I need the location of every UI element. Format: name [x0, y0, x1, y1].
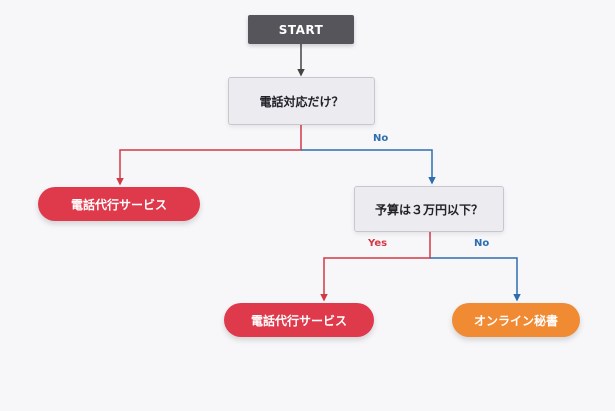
- start-node: START: [248, 15, 354, 44]
- decision-phone-only: 電話対応だけ？: [228, 77, 375, 125]
- outcome-phone-service-yes-label: 電話代行サービス: [250, 313, 347, 328]
- edge-label-q2-yes: Yes: [368, 238, 388, 249]
- decision-budget: 予算は３万円以下？: [354, 186, 504, 232]
- edge-label-q1-no: No: [373, 133, 389, 144]
- outcome-phone-service-left-label: 電話代行サービス: [70, 197, 167, 212]
- connector-q1-no-to-q2: [301, 149, 436, 185]
- connector-q2-yes-to-service: [320, 232, 431, 302]
- edge-label-q2-no: No: [474, 238, 490, 249]
- decision-phone-only-label: 電話対応だけ？: [259, 94, 344, 109]
- connector-q2-no-to-secretary: [430, 257, 521, 302]
- outcome-online-secretary-label: オンライン秘書: [473, 313, 558, 328]
- connector-q1-to-left-service: [116, 125, 302, 186]
- decision-budget-label: 予算は３万円以下？: [374, 202, 483, 217]
- outcome-phone-service-left: 電話代行サービス: [38, 187, 200, 221]
- outcome-online-secretary: オンライン秘書: [452, 303, 580, 337]
- start-label: START: [278, 22, 324, 37]
- outcome-phone-service-yes: 電話代行サービス: [224, 303, 374, 337]
